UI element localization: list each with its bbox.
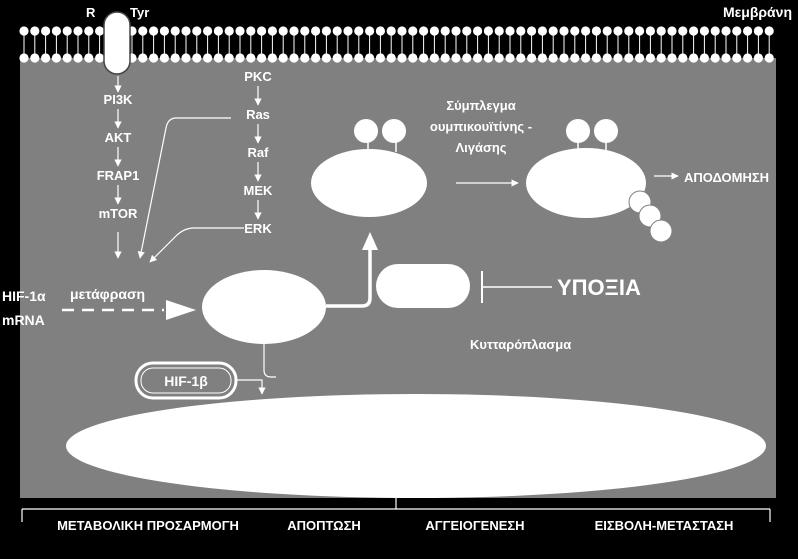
outcome-1: ΑΠΟΠΤΩΣΗ xyxy=(287,518,361,533)
cytoplasm-label: Κυτταρόπλασμα xyxy=(470,337,571,352)
hif1b-label: HIF-1β xyxy=(164,373,208,389)
receptor-tyrosine xyxy=(103,11,131,75)
outcome-2: ΑΓΓΕΙΟΓΕΝΕΣΗ xyxy=(425,518,524,533)
outcome-list: ΜΕΤΑΒΟΛΙΚΗ ΠΡΟΣΑΡΜΟΓΗ ΑΠΟΠΤΩΣΗ ΑΓΓΕΙΟΓΕΝΕΣ… xyxy=(57,518,733,533)
hif1a-to-complex-arrowhead xyxy=(362,232,378,250)
right-path-node-3: MEK xyxy=(244,183,274,198)
hif1a-to-complex-arrow xyxy=(326,240,372,308)
complex-label-1: Σύμπλεγμα xyxy=(446,98,515,113)
right-path-node-0: PKC xyxy=(244,69,272,84)
translation-label: μετάφραση xyxy=(70,286,145,302)
hypoxia-label: ΥΠΟΞΙΑ xyxy=(557,275,641,300)
receptor-r-label: R xyxy=(86,5,96,20)
outcome-0: ΜΕΤΑΒΟΛΙΚΗ ΠΡΟΣΑΡΜΟΓΗ xyxy=(57,518,239,533)
hif1a-label: HIF-1α xyxy=(2,288,46,304)
outcome-3: ΕΙΣΒΟΛΗ-ΜΕΤΑΣΤΑΣΗ xyxy=(595,518,734,533)
right-path-node-2: Raf xyxy=(248,145,270,160)
degradation-label: ΑΠΟΔΟΜΗΣΗ xyxy=(684,170,769,185)
hydroxylase-enzyme xyxy=(376,264,470,308)
right-path-node-1: Ras xyxy=(246,107,270,122)
left-path-node-0: PI3K xyxy=(104,92,134,107)
mrna-label: mRNA xyxy=(2,312,45,328)
complex-label-2: ουμπικουϊτίνης - xyxy=(430,119,532,134)
translation-arrows xyxy=(114,117,244,263)
outcome-bracket xyxy=(21,498,771,522)
complex-label-3: Λιγάσης xyxy=(455,140,506,155)
dimerization-arrows xyxy=(236,344,276,395)
hif1a-protein xyxy=(202,270,326,344)
right-path-node-4: ERK xyxy=(244,221,272,236)
translation-arrowhead xyxy=(166,300,196,320)
left-path-node-2: FRAP1 xyxy=(97,168,140,183)
cell-membrane xyxy=(19,26,774,63)
membrane-label: Μεμβράνη xyxy=(723,4,792,20)
receptor-tyr-label: Tyr xyxy=(130,5,149,20)
pi3k-pathway: PI3K AKT FRAP1 mTOR xyxy=(97,76,140,221)
left-path-node-3: mTOR xyxy=(99,206,138,221)
ubiquitin-complex-right xyxy=(526,119,673,243)
hif1b-inner-ring xyxy=(140,367,232,394)
left-path-node-1: AKT xyxy=(105,130,132,145)
hif-nuclear-complex xyxy=(66,394,766,498)
ubiquitin-complex-left xyxy=(311,119,427,217)
